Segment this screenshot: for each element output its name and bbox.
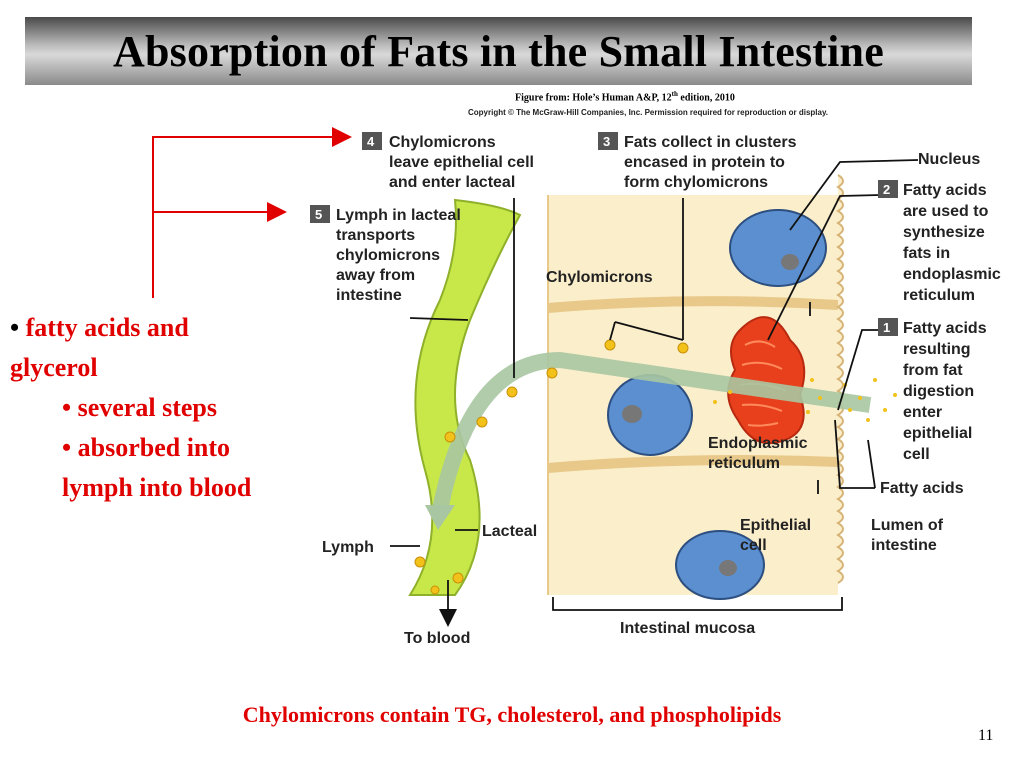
step-line: leave epithelial cell: [389, 154, 534, 171]
chylomicron: [476, 416, 488, 428]
epithelial-cell-label-line1: Epithelial: [740, 517, 811, 534]
sub-bullet-item: • absorbed into lymph into blood: [62, 433, 252, 502]
fatty-acid-dots: [713, 378, 897, 422]
copyright-notice: Copyright © The McGraw-Hill Companies, I…: [468, 108, 829, 117]
step-line: Fats collect in clusters: [624, 134, 797, 151]
chylomicron: [430, 585, 440, 595]
step-line: Lymph in lacteal: [336, 207, 461, 224]
step-line: fats in: [903, 245, 950, 262]
step-line: cell: [903, 446, 930, 463]
to-blood-label: To blood: [404, 630, 470, 647]
step-line: form chylomicrons: [624, 174, 768, 191]
step-line: are used to: [903, 203, 989, 220]
step-line: away from: [336, 267, 415, 284]
step-line: intestine: [336, 287, 402, 304]
flow-arrow-head: [425, 505, 455, 530]
cell-boundary-upper: [547, 296, 839, 313]
figure-source-sup: th: [671, 90, 678, 98]
bullet-dot: •: [10, 313, 26, 342]
chylomicron: [414, 556, 426, 568]
step-line: resulting: [903, 341, 971, 358]
step-number: 5: [315, 207, 322, 222]
step-line: Fatty acids: [903, 320, 987, 337]
bullet-text: fatty acids and glycerol: [10, 313, 189, 382]
step-number: 1: [883, 320, 890, 335]
fatty-acids-label: Fatty acids: [880, 480, 964, 497]
step-badge: [878, 180, 898, 198]
step-line: endoplasmic: [903, 266, 1001, 283]
figure-source-prefix: Figure from: Hole’s Human A&P, 12: [515, 92, 672, 104]
page-number: 11: [978, 727, 994, 744]
step-5: 5 Lymph in lacteal transports chylomicro…: [310, 205, 461, 304]
step-line: digestion: [903, 383, 974, 400]
step-number: 3: [603, 134, 610, 149]
chylomicron: [604, 339, 616, 351]
step-badge: [310, 205, 330, 223]
endoplasmic-reticulum: [727, 316, 806, 445]
step-line: chylomicrons: [336, 247, 440, 264]
sub-bullet-item: • several steps: [62, 393, 217, 422]
step-3: 3 Fats collect in clusters encased in pr…: [598, 132, 797, 191]
lumen-label-line2: intestine: [871, 537, 937, 554]
epithelial-cell-label-line2: cell: [740, 537, 767, 554]
step-line: and enter lacteal: [389, 174, 515, 191]
bullet-text: several steps: [77, 393, 217, 422]
chylomicron: [546, 367, 558, 379]
step-badge: [878, 318, 898, 336]
step-badge: [362, 132, 382, 150]
chylomicron-dots: [414, 339, 689, 595]
red-arrow-step4: [152, 127, 352, 298]
cell-boundary-lower: [547, 455, 839, 473]
chylomicron: [506, 386, 518, 398]
intestinal-mucosa-label: Intestinal mucosa: [620, 620, 755, 637]
bullet-text: absorbed into lymph into blood: [62, 433, 252, 502]
step-4: 4 Chylomicrons leave epithelial cell and…: [362, 132, 534, 191]
figure-source-suffix: edition, 2010: [677, 92, 735, 104]
step-number: 2: [883, 182, 890, 197]
chylomicron: [677, 342, 689, 354]
bullet-item: • fatty acids and glycerol: [10, 308, 270, 388]
step-badge: [598, 132, 618, 150]
step-line: reticulum: [903, 287, 975, 304]
er-label-line2: reticulum: [708, 455, 780, 472]
step-line: encased in protein to: [624, 154, 785, 171]
step-1: 1 Fatty acids resulting from fat digesti…: [878, 318, 987, 463]
lumen-label-line1: Lumen of: [871, 517, 944, 534]
step-line: transports: [336, 227, 415, 244]
microvilli: [836, 174, 844, 584]
step-line: epithelial: [903, 425, 972, 442]
nucleus-1: [729, 209, 827, 287]
chylomicrons-label: Chylomicrons: [546, 269, 653, 286]
step-line: synthesize: [903, 224, 985, 241]
step-line: from fat: [903, 362, 963, 379]
lymph-label: Lymph: [322, 539, 374, 556]
step-number: 4: [367, 134, 375, 149]
step-2: 2 Fatty acids are used to synthesize fat…: [878, 180, 1001, 304]
step-line: Fatty acids: [903, 182, 987, 199]
flow-arrow: [432, 351, 872, 512]
step-line: enter: [903, 404, 942, 421]
leader-lines: [390, 159, 919, 627]
chylomicron: [444, 431, 456, 443]
chylomicron: [452, 572, 464, 584]
slide-caption: Chylomicrons contain TG, cholesterol, an…: [242, 702, 782, 727]
title-bar: Absorption of Fats in the Small Intestin…: [25, 17, 972, 85]
nucleus-2: [607, 374, 693, 456]
er-label-line1: Endoplasmic: [708, 435, 808, 452]
slide-title: Absorption of Fats in the Small Intestin…: [113, 26, 884, 76]
lacteal-label: Lacteal: [482, 523, 537, 540]
figure-source: Figure from: Hole’s Human A&P, 12th edit…: [515, 90, 735, 103]
step-line: Chylomicrons: [389, 134, 496, 151]
nucleus-label: Nucleus: [918, 151, 980, 168]
